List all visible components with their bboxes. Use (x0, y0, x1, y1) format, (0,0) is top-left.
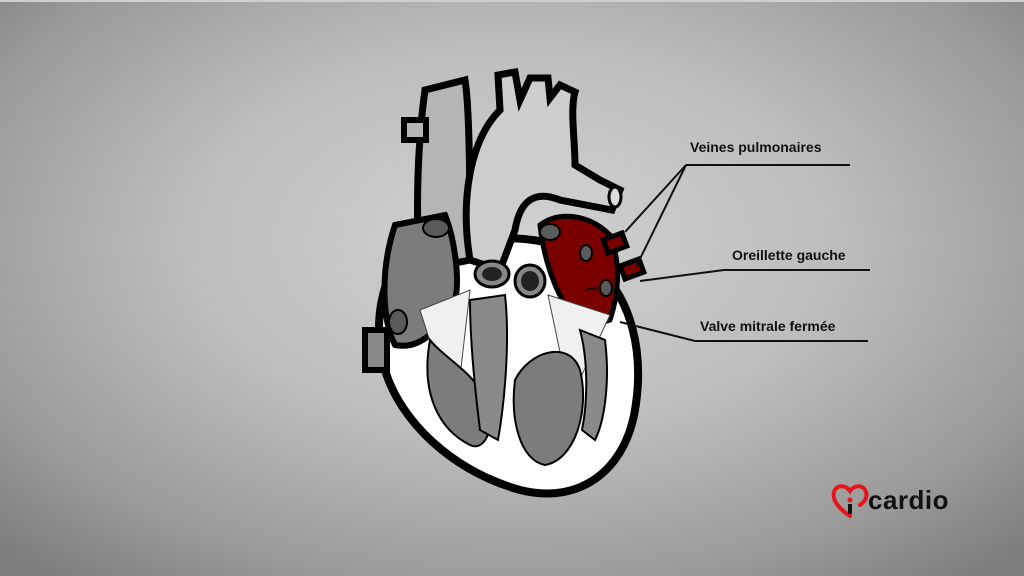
label-valve-mitrale: Valve mitrale fermée (700, 318, 836, 334)
brand-logo: cardio (830, 480, 949, 520)
pulmonary-vein-upper (600, 229, 630, 257)
brand-name: cardio (868, 484, 950, 515)
left-atrium (537, 213, 620, 333)
left-ventricle (512, 351, 584, 467)
septum (468, 293, 509, 442)
pulmonary-vein-lower (617, 255, 647, 283)
aorta (462, 67, 625, 275)
top-border (0, 0, 1024, 2)
right-ventricle (426, 337, 492, 448)
label-veines-pulmonaires: Veines pulmonaires (690, 139, 822, 155)
leader-lines (584, 164, 870, 342)
label-oreillette-gauche: Oreillette gauche (732, 247, 846, 263)
heart-logo-icon (831, 484, 869, 518)
